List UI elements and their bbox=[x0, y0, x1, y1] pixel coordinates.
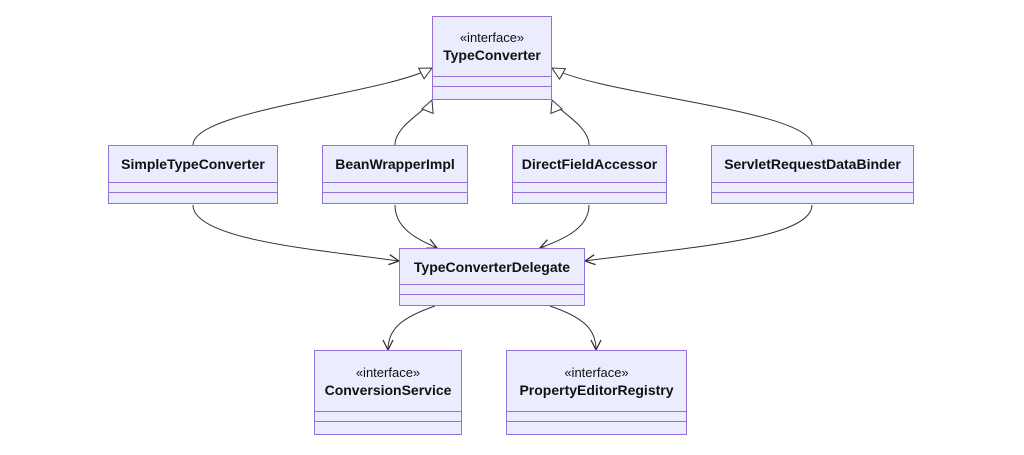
class-name: BeanWrapperImpl bbox=[335, 156, 455, 172]
methods-section bbox=[513, 193, 666, 203]
class-stereotype: «interface» bbox=[355, 364, 421, 380]
class-beanwrapperimpl: BeanWrapperImpl bbox=[322, 145, 468, 204]
attributes-section bbox=[513, 183, 666, 193]
edge-beanwrapperimpl-delegate bbox=[394, 204, 437, 248]
class-name: TypeConverter bbox=[443, 47, 541, 63]
class-stereotype: «interface» bbox=[459, 30, 525, 45]
methods-section bbox=[109, 193, 277, 203]
class-simpletypeconverter: SimpleTypeConverter bbox=[108, 145, 278, 204]
edge-servletrequestdatabinder-typeconverter bbox=[552, 68, 813, 146]
methods-section bbox=[323, 193, 467, 203]
class-name: PropertyEditorRegistry bbox=[519, 381, 674, 398]
edge-simpletypeconverter-delegate bbox=[192, 204, 399, 261]
edge-directfieldaccessor-delegate bbox=[540, 204, 590, 248]
class-servletrequestdatabinder: ServletRequestDataBinder bbox=[711, 145, 914, 204]
attributes-section bbox=[400, 285, 584, 295]
edge-beanwrapperimpl-typeconverter bbox=[394, 100, 432, 146]
methods-section bbox=[712, 193, 913, 203]
methods-section bbox=[315, 422, 461, 432]
edge-directfieldaccessor-typeconverter bbox=[552, 100, 590, 146]
edge-simpletypeconverter-typeconverter bbox=[192, 68, 432, 146]
class-name: ServletRequestDataBinder bbox=[724, 156, 901, 172]
class-conversionservice: «interface» ConversionService bbox=[314, 350, 462, 435]
attributes-section bbox=[712, 183, 913, 193]
edge-delegate-propertyeditorregistry bbox=[549, 305, 596, 350]
attributes-section bbox=[315, 412, 461, 422]
class-name: DirectFieldAccessor bbox=[521, 156, 658, 172]
class-directfieldaccessor: DirectFieldAccessor bbox=[512, 145, 667, 204]
class-typeconverterdelegate: TypeConverterDelegate bbox=[399, 248, 585, 306]
edge-delegate-conversionservice bbox=[388, 305, 436, 350]
methods-section bbox=[433, 87, 551, 97]
class-propertyeditorregistry: «interface» PropertyEditorRegistry bbox=[506, 350, 687, 435]
class-name: SimpleTypeConverter bbox=[121, 156, 265, 172]
attributes-section bbox=[507, 412, 686, 422]
class-typeconverter: «interface» TypeConverter bbox=[432, 16, 552, 100]
edge-servletrequestdatabinder-delegate bbox=[585, 204, 813, 261]
class-stereotype: «interface» bbox=[564, 364, 629, 380]
class-name: ConversionService bbox=[324, 381, 452, 398]
attributes-section bbox=[323, 183, 467, 193]
attributes-section bbox=[109, 183, 277, 193]
attributes-section bbox=[433, 77, 551, 87]
class-name: TypeConverterDelegate bbox=[413, 258, 571, 275]
methods-section bbox=[400, 295, 584, 305]
methods-section bbox=[507, 422, 686, 432]
